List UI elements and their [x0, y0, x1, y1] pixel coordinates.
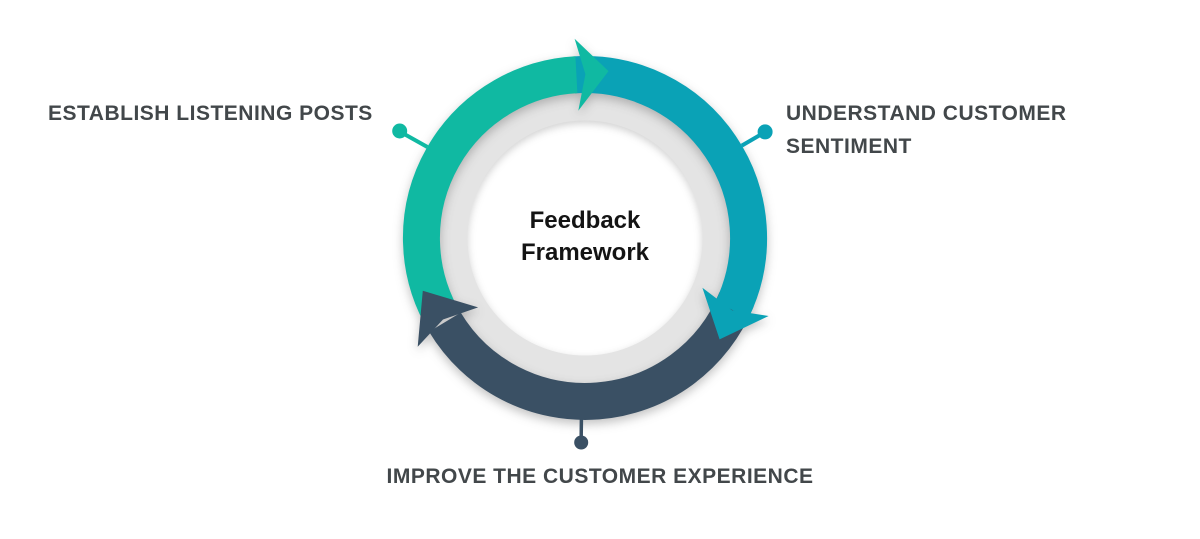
- arc-establish-listening-posts: [402, 56, 578, 324]
- arrowhead-establish-icon: [574, 38, 609, 111]
- arrowhead-improve-icon: [417, 290, 479, 347]
- center-title-line1: Feedback: [529, 207, 641, 234]
- label-understand-customer-sentiment: UNDERSTAND CUSTOMER SENTIMENT: [786, 102, 1067, 158]
- label-establish-listening-posts: ESTABLISH LISTENING POSTS: [48, 102, 373, 125]
- connector-understand-dot: [757, 124, 773, 140]
- connector-establish-dot: [392, 123, 408, 139]
- cycle-arrows: [402, 38, 769, 420]
- arc-understand-sentiment: [572, 56, 768, 318]
- label-improve-customer-experience: IMPROVE THE CUSTOMER EXPERIENCE: [386, 465, 814, 488]
- center-title: Feedback Framework: [435, 205, 735, 269]
- arc-improve-customer-experience: [429, 292, 754, 420]
- connector-improve-dot: [574, 435, 589, 450]
- connectors: [392, 123, 773, 450]
- inner-track-ring: [439, 92, 731, 384]
- center-title-line2: Framework: [520, 239, 650, 266]
- arrowhead-understand-icon: [702, 287, 769, 340]
